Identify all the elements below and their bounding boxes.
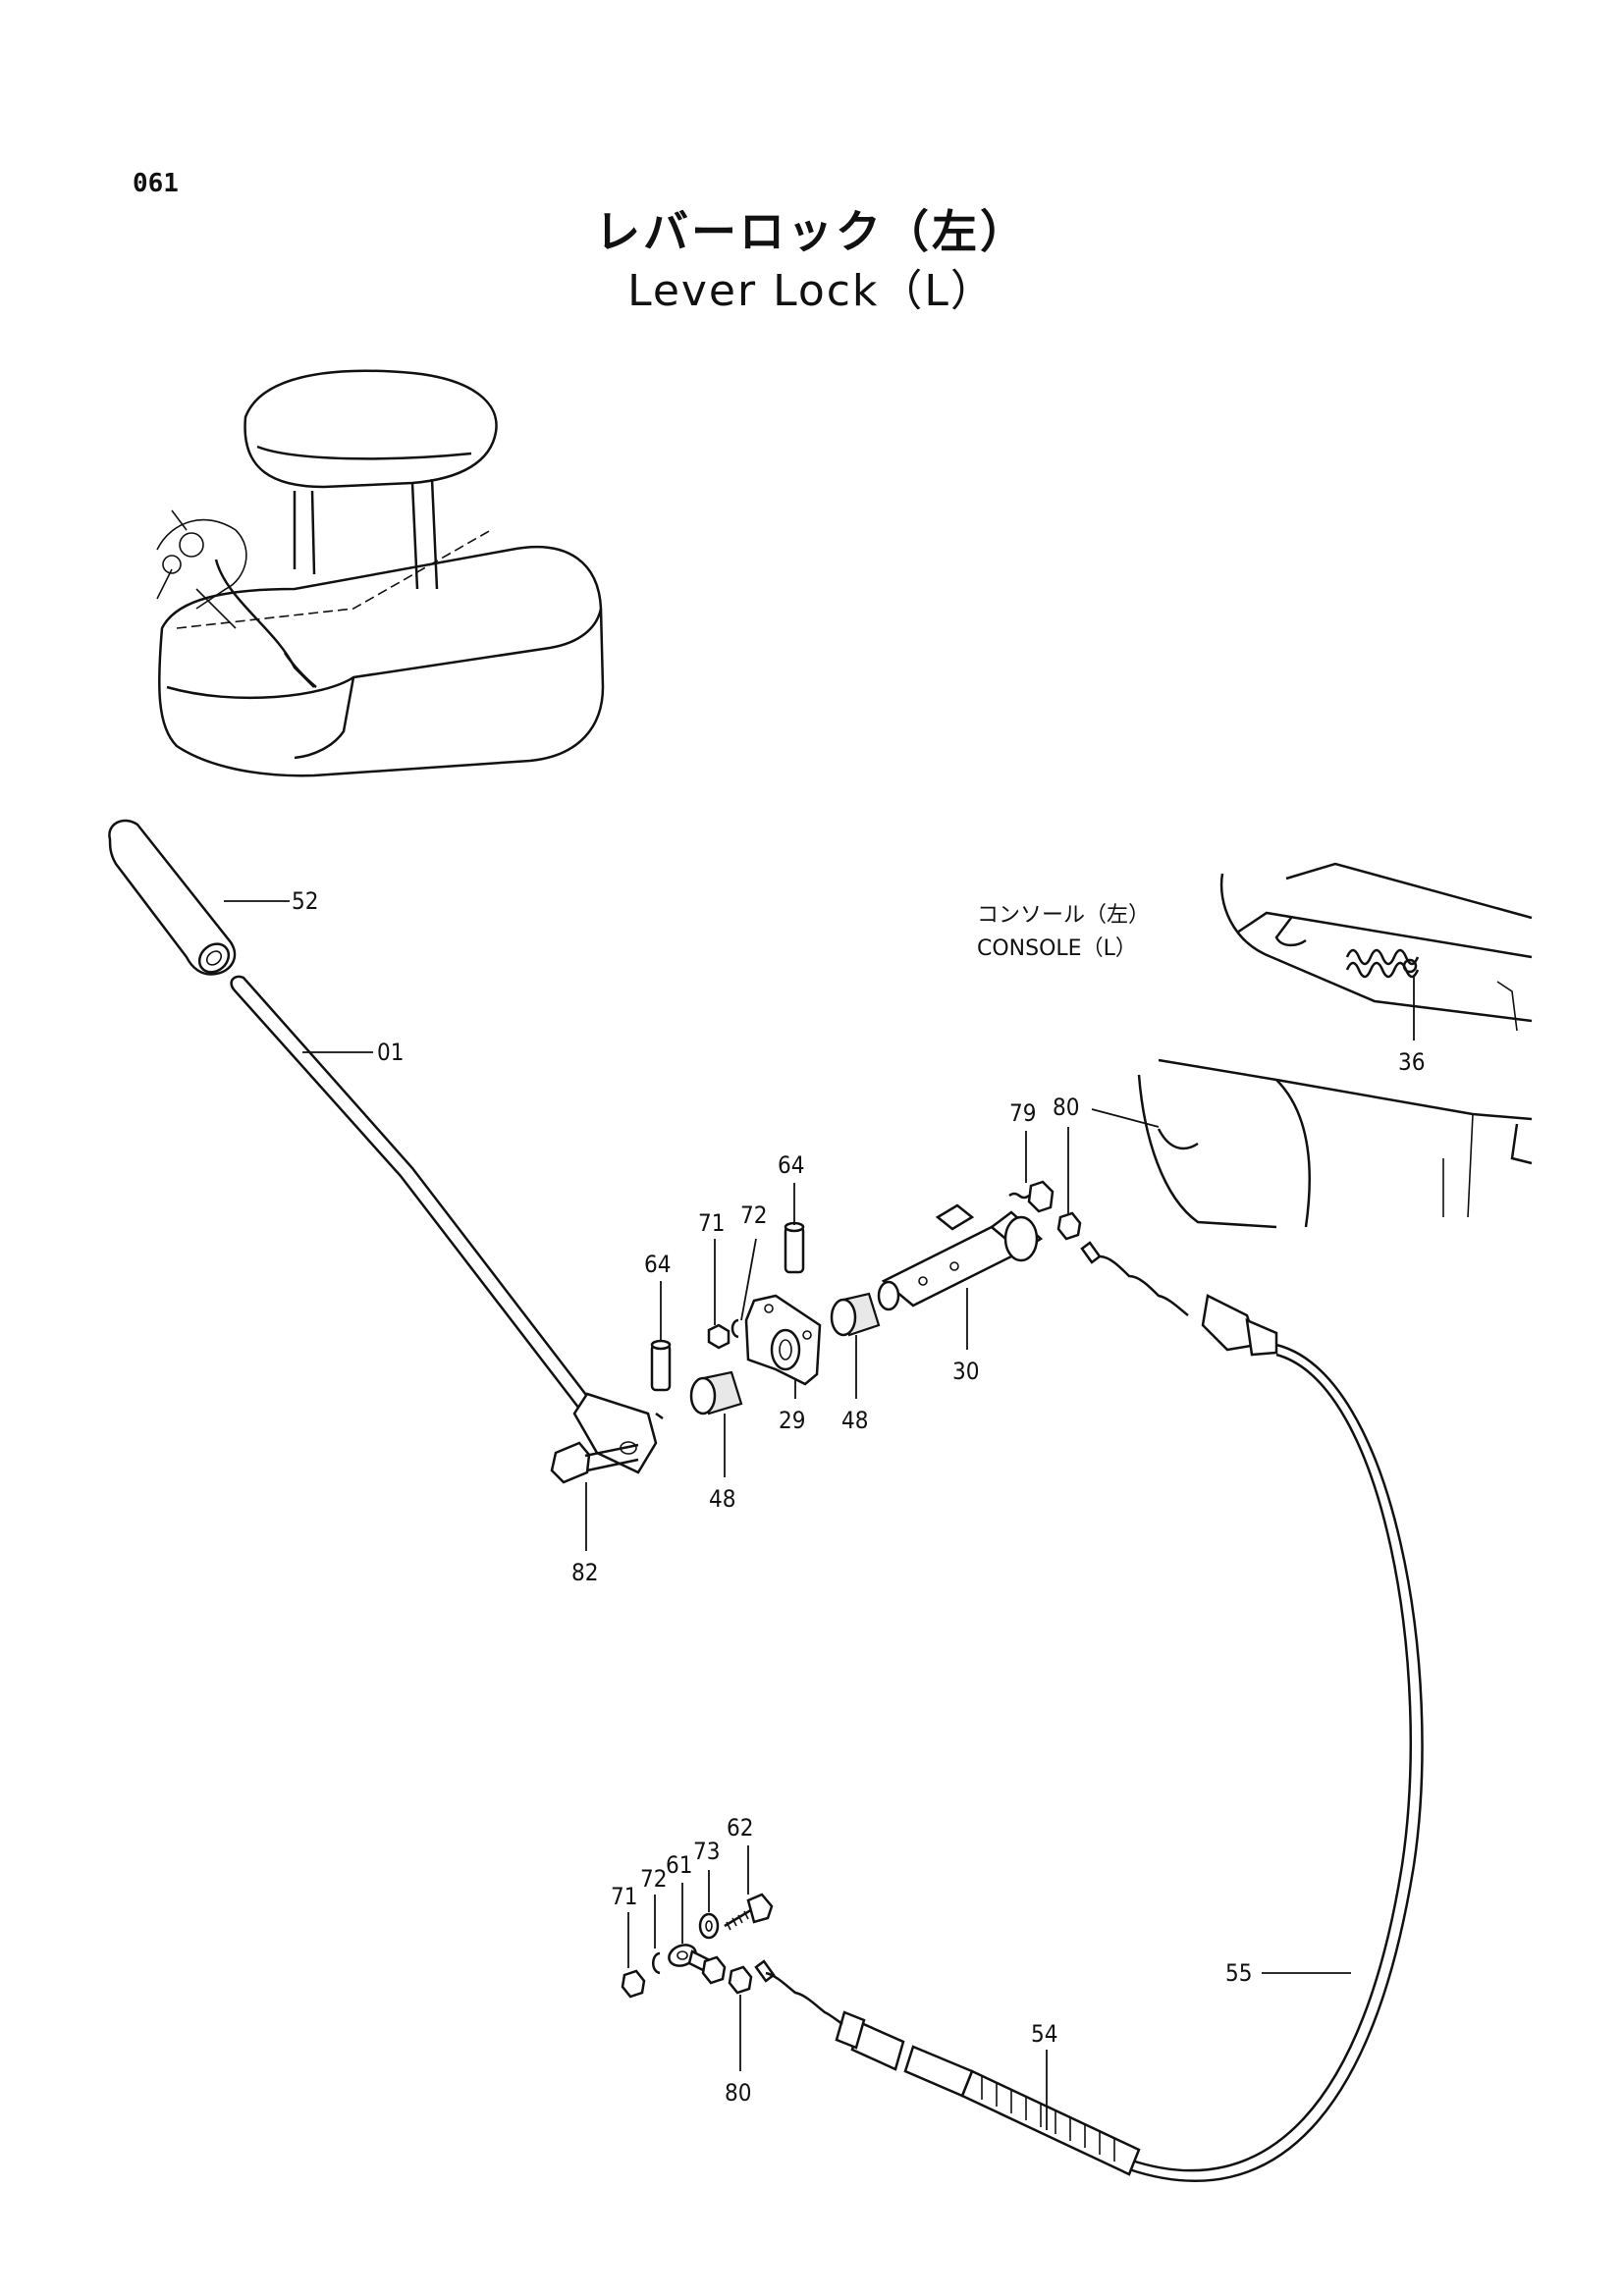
bracket-29 — [744, 1294, 822, 1386]
bushing-48-left — [689, 1370, 743, 1415]
page-title-english: Lever Lock（L） — [627, 266, 996, 316]
callout-30: 30 — [952, 1358, 979, 1385]
callout-71-lower: 71 — [611, 1883, 637, 1910]
clip-72-lower — [652, 1951, 661, 1975]
page-number: 061 — [133, 169, 179, 198]
callout-52: 52 — [292, 887, 318, 915]
callout-80-upper: 80 — [1053, 1094, 1079, 1121]
callout-55: 55 — [1225, 1959, 1252, 1987]
cable-55 — [754, 1241, 1424, 2183]
nut-80-upper — [1056, 1211, 1082, 1241]
console-label-english: CONSOLE（L） — [977, 936, 1137, 961]
washer-73 — [698, 1912, 720, 1940]
callout-82: 82 — [571, 1559, 598, 1586]
bushing-48-right — [830, 1292, 881, 1337]
bolt-62 — [724, 1893, 774, 1931]
callout-29: 29 — [779, 1407, 805, 1434]
shaft-30 — [877, 1203, 1044, 1311]
nut-80-lower — [728, 1965, 753, 1995]
bolt-79 — [1008, 1180, 1055, 1213]
nut-71-upper — [707, 1323, 730, 1350]
pin-64-right — [784, 1221, 805, 1274]
grip-52 — [108, 819, 237, 976]
callout-73: 73 — [693, 1838, 720, 1865]
machine-overview-illustration — [156, 369, 605, 777]
callout-62: 62 — [727, 1814, 753, 1842]
console-label-japanese: コンソール（左） — [977, 903, 1151, 928]
callout-54: 54 — [1031, 2020, 1057, 2048]
pin-64-left — [650, 1339, 672, 1392]
page-title-japanese: レバーロック（左） — [595, 205, 1028, 258]
console-illustration — [1137, 862, 1533, 1229]
callout-48-right: 48 — [841, 1407, 868, 1434]
callout-64-right: 64 — [778, 1151, 804, 1179]
callout-numbers: 52 01 36 79 80 64 71 72 64 30 29 48 48 8… — [292, 887, 1425, 2107]
lever-01 — [230, 975, 664, 1474]
callout-36: 36 — [1398, 1048, 1425, 1076]
rod-end-61 — [668, 1944, 727, 1985]
callout-71-upper: 71 — [698, 1209, 725, 1237]
callout-64-left: 64 — [644, 1251, 671, 1278]
clip-72-upper — [730, 1318, 739, 1339]
callout-48-left: 48 — [709, 1485, 735, 1513]
callout-61: 61 — [666, 1851, 692, 1879]
callout-72-lower: 72 — [640, 1865, 667, 1893]
bolt-82 — [550, 1441, 639, 1484]
callout-01: 01 — [377, 1039, 404, 1066]
callout-80-lower: 80 — [725, 2079, 751, 2107]
leader-lines — [224, 900, 1415, 2130]
callout-72-upper: 72 — [740, 1201, 767, 1229]
callout-79: 79 — [1009, 1099, 1036, 1127]
nut-71-lower — [621, 1969, 646, 1999]
